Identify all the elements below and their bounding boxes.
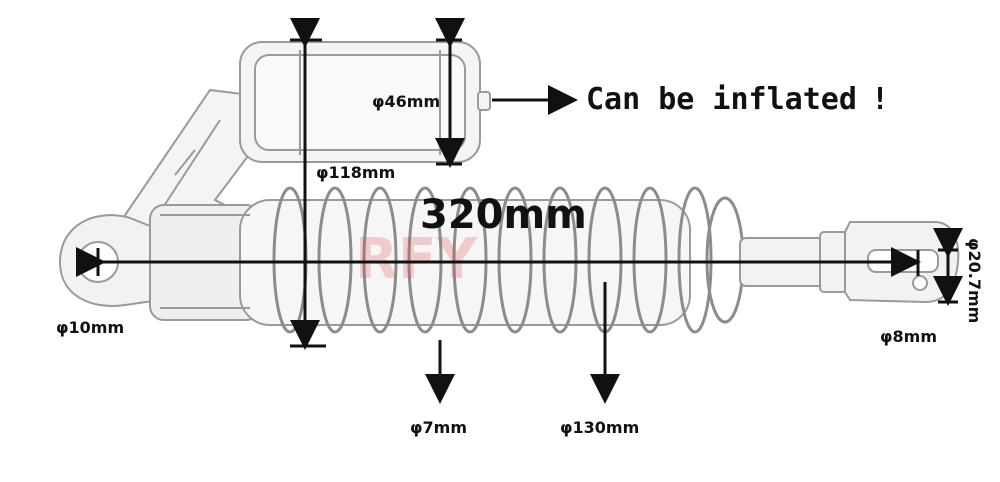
reservoir-diameter-label: φ46mm xyxy=(372,92,441,111)
height-label: φ118mm xyxy=(316,163,396,182)
inflate-callout-label: Can be inflated! xyxy=(586,82,889,117)
inflate-callout-mark: ! xyxy=(870,82,889,117)
left-eye-label: φ10mm xyxy=(56,318,125,337)
dimension-lines xyxy=(76,18,963,404)
length-label: 320mm xyxy=(420,192,587,238)
gas-reservoir xyxy=(239,41,491,163)
fork-width-label: φ20.7mm xyxy=(965,238,984,324)
spring-wire-label: φ7mm xyxy=(410,418,467,437)
right-eye-label: φ8mm xyxy=(880,327,937,346)
spring-od-label: φ130mm xyxy=(560,418,640,437)
inflate-callout-text: Can be inflated xyxy=(586,82,857,117)
